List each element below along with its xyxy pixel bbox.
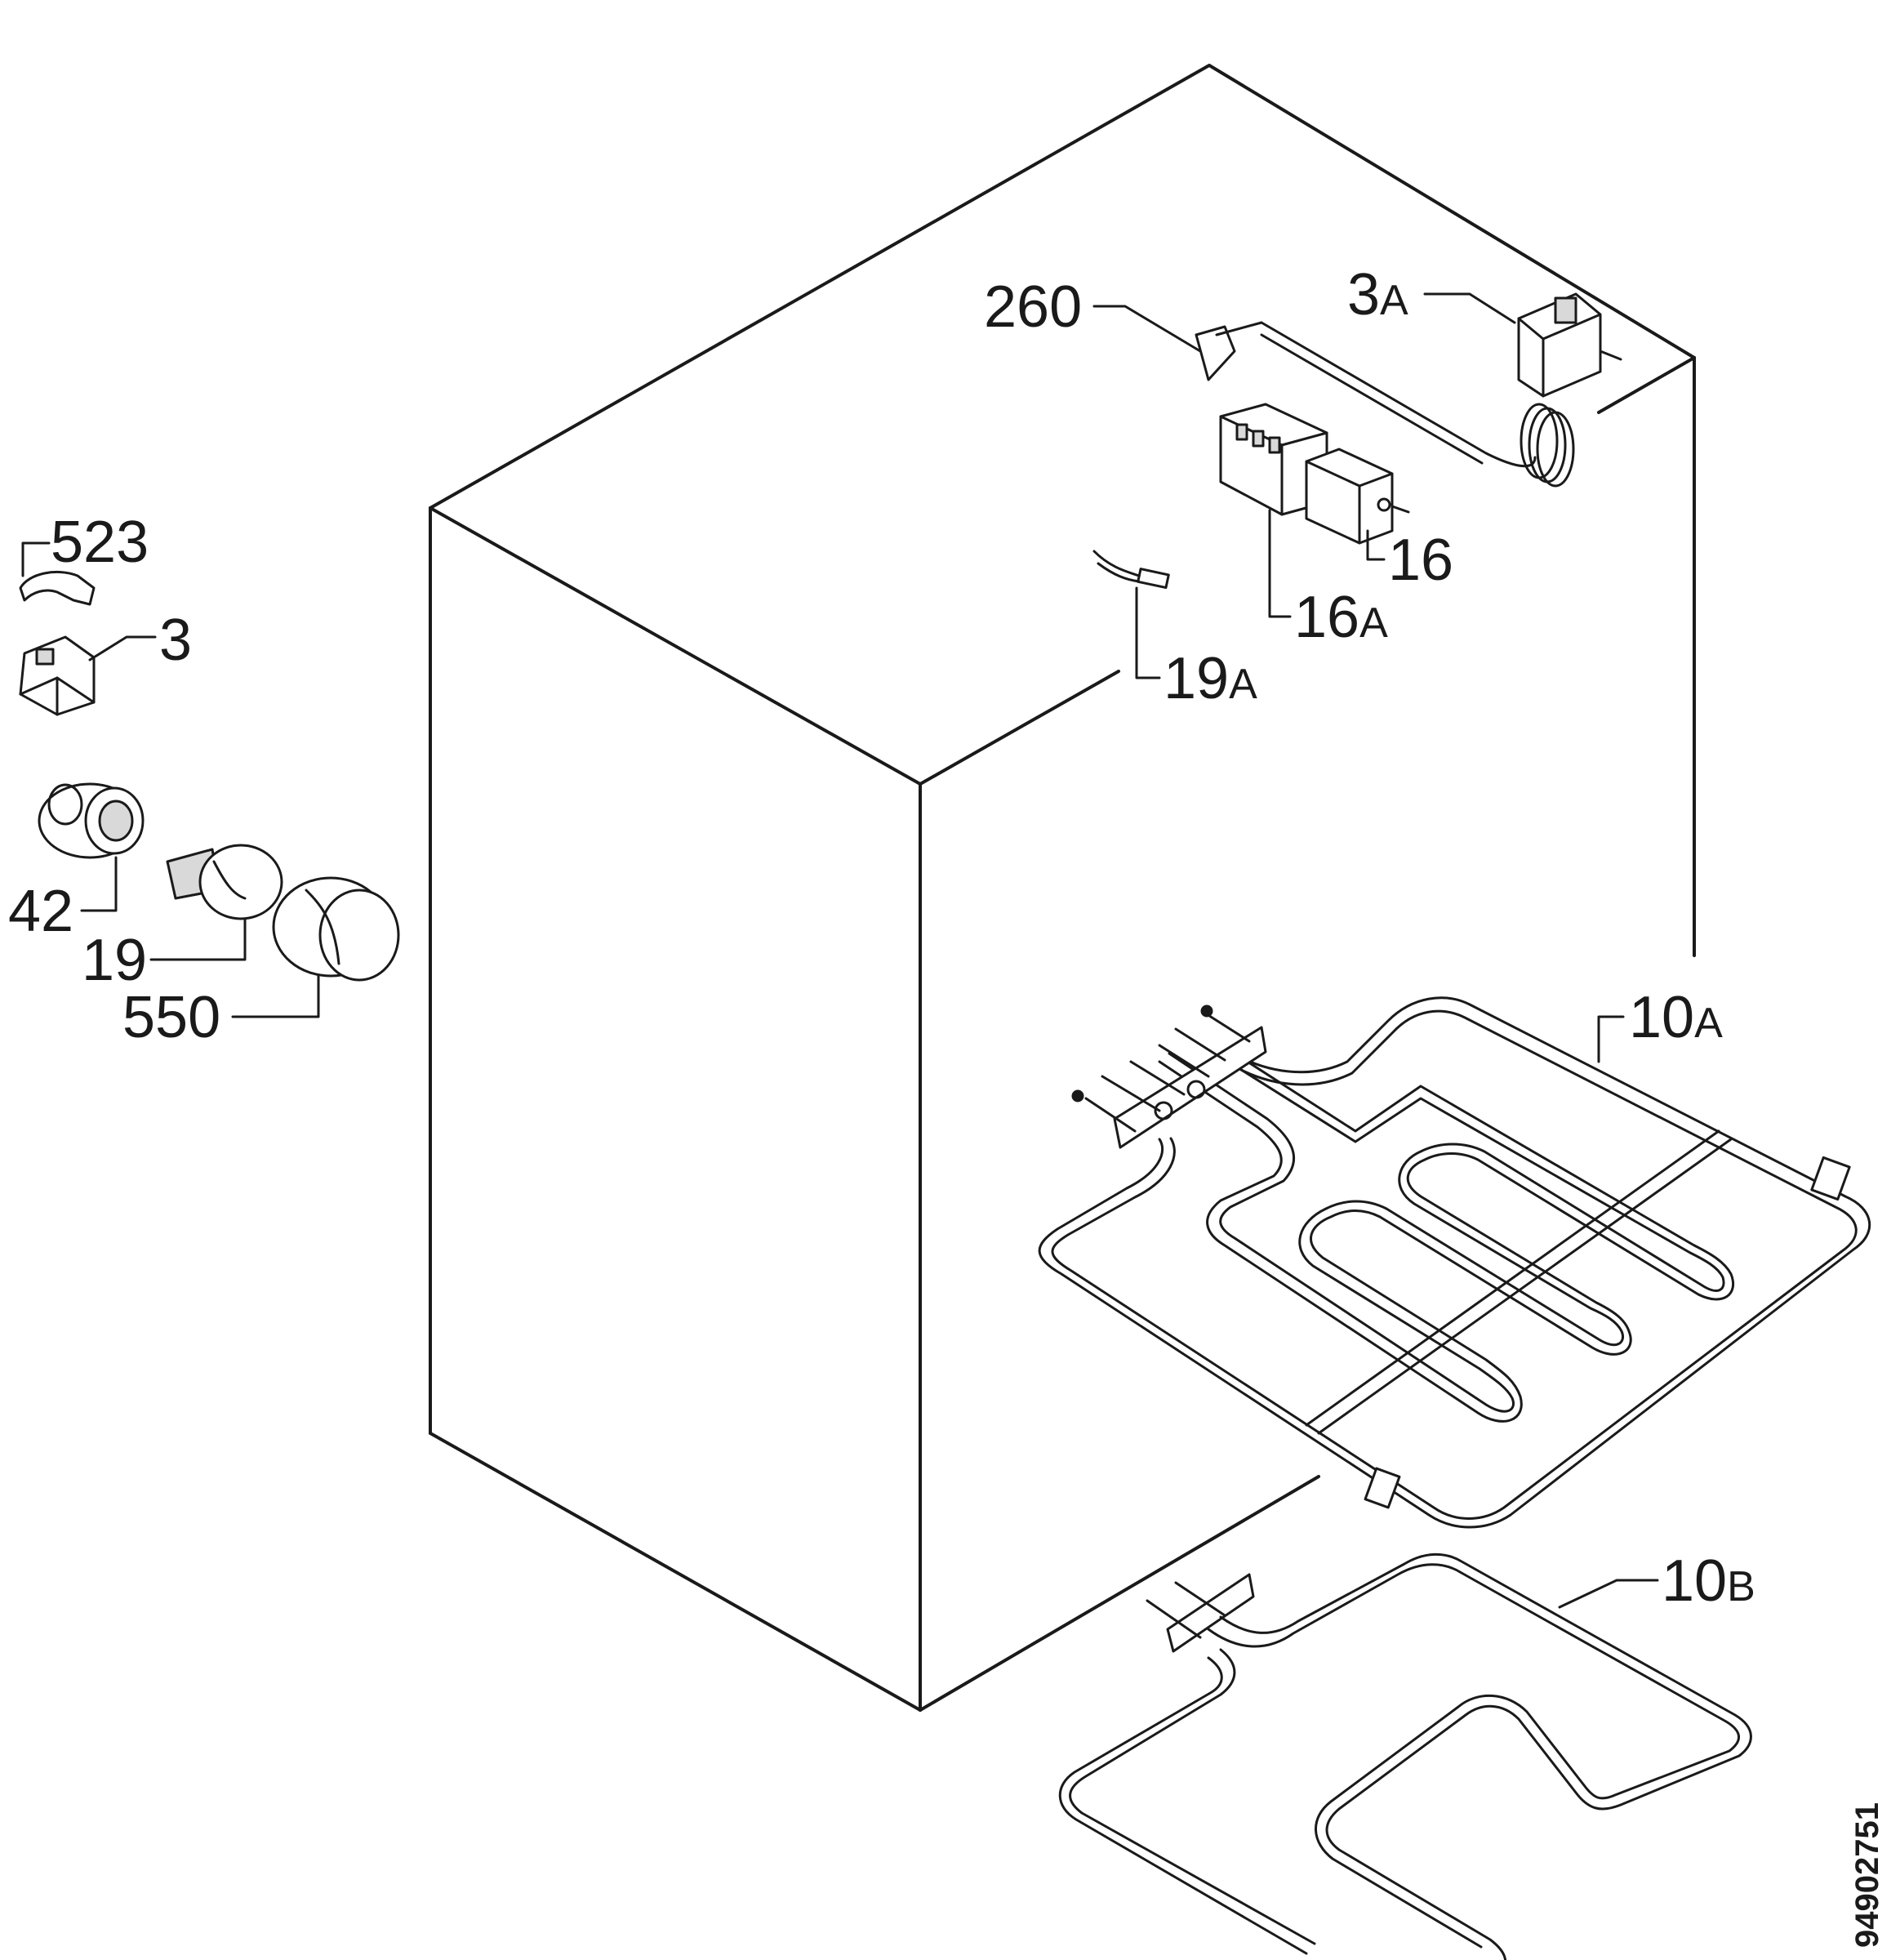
label-42: 42 (8, 879, 73, 944)
label-19a: 19A (1164, 646, 1257, 711)
bottom-heating-element-10b (1058, 1552, 1752, 1960)
label-550: 550 (122, 985, 220, 1050)
label-10a: 10A (1629, 985, 1723, 1050)
document-id: 94902751 (1849, 1802, 1885, 1948)
switch-housing-3 (19, 635, 96, 716)
grill-heating-element-10a (1038, 996, 1871, 1529)
label-260: 260 (984, 274, 1082, 340)
lamp-holder-42 (38, 782, 145, 859)
bracket-523 (19, 570, 96, 606)
bulb-19 (166, 844, 283, 920)
label-3a: 3A (1347, 262, 1408, 327)
selector-switch-16a (1219, 403, 1328, 516)
label-523: 523 (51, 510, 149, 575)
label-10b: 10B (1662, 1548, 1755, 1614)
part-labels: 523 3 42 19 550 260 3A 16 16A 19A 10A 10… (8, 262, 1755, 1614)
selector-switch-16 (1305, 448, 1410, 545)
thermostat-probe-260 (1195, 321, 1575, 488)
leader-lines (21, 292, 1659, 1609)
label-16a: 16A (1294, 585, 1388, 650)
lamp-cover-550 (272, 876, 400, 982)
indicator-lamp-19a (1092, 550, 1170, 590)
label-16: 16 (1388, 528, 1453, 593)
oven-cabinet (429, 64, 1696, 1712)
thermostat-3a (1517, 292, 1622, 398)
label-19: 19 (82, 928, 147, 993)
label-3: 3 (159, 608, 192, 673)
